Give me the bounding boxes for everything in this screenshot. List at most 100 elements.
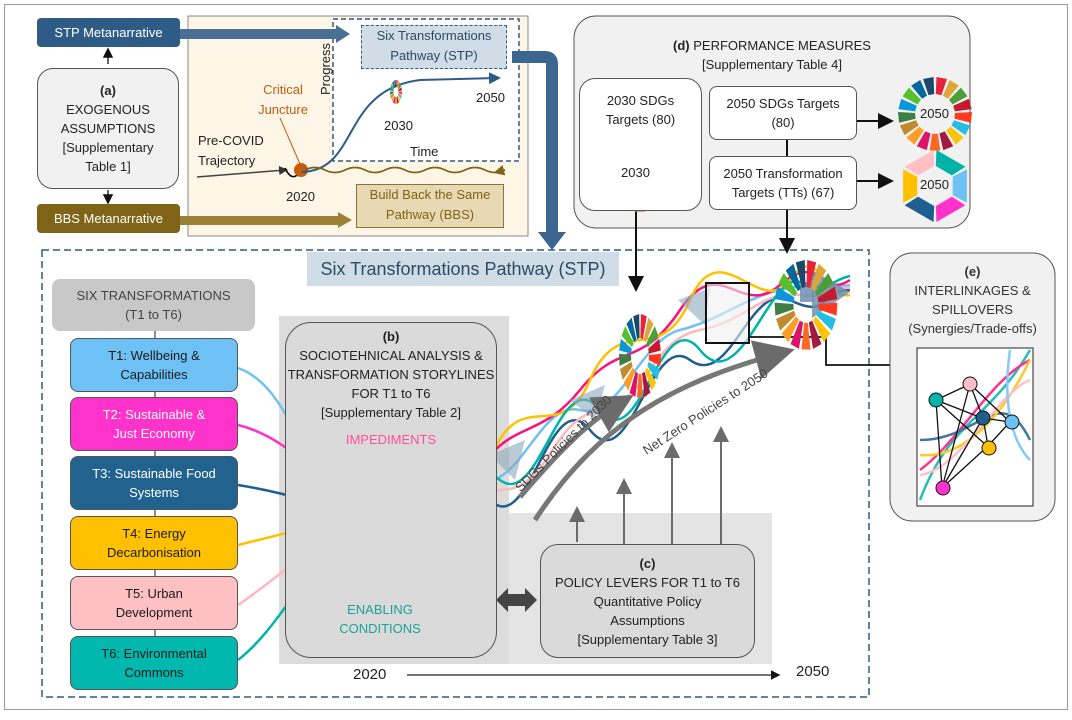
transformation-label: Capabilities [120,367,188,382]
year-2020-label: 2020 [286,189,315,204]
label-d: (d) [673,38,690,53]
wheel-segment [814,272,834,297]
bbs-arrow-bar [178,216,338,225]
il-line: INTERLINKAGES & [914,283,1031,298]
wheel-segment [902,87,921,105]
wheel-segment [817,286,838,303]
sdg2030-box: 2030 SDGs Targets (80) [579,78,702,211]
policy-levers-box: (c) POLICY LEVERS FOR T1 to T6 Quantitat… [540,544,755,658]
il-line: (Synergies/Trade-offs) [908,321,1037,336]
tt2050-box: 2050 Transformation Targets (TTs) (67) [709,156,857,210]
wheel-segment [806,260,817,288]
wheel-segment [648,353,661,366]
soc-line: [Supplementary Table 2] [321,405,461,420]
node-t3 [975,410,991,426]
ec-line: ENABLING [347,602,413,617]
sdg2050-wheel-label: 2050 [920,106,949,121]
wheel-segment [923,77,935,96]
perf-title-text: PERFORMANCE MEASURES [693,38,871,53]
wheel-segment [397,83,402,90]
sdg-wheel-inset [390,80,402,104]
wheel-segment [621,326,634,348]
wheel-segment [935,77,947,96]
pol-line: POLICY LEVERS FOR T1 to T6 [555,574,740,590]
label-c: (c) [639,555,656,571]
node-t4 [981,440,997,456]
wheel-segment [626,317,637,343]
tt2050-line: Targets (TTs) (67) [731,185,835,200]
soc-line: SOCIOTEHNICAL ANALYSIS & [299,348,483,363]
wheel-segment [640,314,647,339]
stp-metanarrative-box: STP Metanarrative [37,18,180,47]
stp-box-line: Six Transformations [376,28,492,43]
time-axis-label: Time [410,144,439,159]
wheel-segment [619,353,632,366]
pol-line: [Supplementary Table 3] [577,631,718,647]
timeline-end: 2050 [796,663,830,680]
wheel-segment [398,87,402,92]
wheel-segment [390,93,394,99]
critical-juncture-dot [294,163,308,177]
exo-line: Table 1] [85,159,131,174]
wheel-segment [620,361,633,380]
bbs-inset-box: Build Back the Same Pathway (BBS) [356,184,504,228]
sdg-wheel-helix-2050 [774,260,838,350]
bbs-arrow-head [338,212,352,228]
wheel-segment [774,302,794,316]
wheel-segment [898,98,917,112]
impediments-label: IMPEDIMENTS [345,432,437,447]
stp-region-title: Six Transformations Pathway (STP) [307,252,619,286]
stp-arrow-head [336,25,350,43]
wheel-segment [647,361,660,380]
stp-elbow-arrow-head [538,232,566,250]
transformation-label: T6: Environmental [101,646,207,661]
wheel-segment [398,91,402,95]
sdg2050-line: (80) [771,115,795,130]
wheel-segment [785,263,801,292]
transformation-label: Commons [124,665,184,680]
sdg2030-line: 2030 SDGs [606,93,675,108]
wheel-segment [781,316,799,343]
transformation-label: T3: Sustainable Food [92,466,216,481]
wheel-segment [648,338,661,354]
zoom-box [705,282,750,344]
performance-title: (d) PERFORMANCE MEASURES [Supplementary … [574,36,970,74]
transformation-label: Systems [129,485,179,500]
wheel-segment [795,260,806,288]
bbs-wave [304,165,506,176]
wheel-segment [633,314,640,339]
wheel-segment [904,196,935,222]
wheel-segment [946,126,964,145]
year-2030-label: 2030 [384,118,413,133]
node-t2 [935,480,951,496]
stp-inset-box: Six Transformations Pathway (STP) [361,25,507,69]
st-header-line: SIX TRANSFORMATIONS [76,288,231,303]
wheel-segment [952,169,967,203]
tt2050-wheel-label: 2050 [920,177,949,192]
wheel-segment [929,133,941,151]
wheel-segment [899,120,919,136]
wheel-segment [903,169,918,203]
wheel-segment [390,87,394,92]
wheel-segment [813,316,831,343]
wheel-segment [645,367,657,391]
transformation-label: Development [115,605,193,620]
interlinkages-title: (e) INTERLINKAGES & SPILLOVERS (Synergie… [890,262,1055,338]
wheel-segment [911,80,928,99]
progress-axis-label: Progress [318,42,333,95]
sdg2050-line: 2050 SDGs Targets [726,96,840,111]
wheel-segment [646,326,659,348]
transformation-label: T1: Wellbeing & [108,348,200,363]
bbs-metanarrative-box: BBS Metanarrative [37,204,180,233]
sdg2030-line: Targets (80) [605,112,676,127]
wheel-segment [916,131,931,151]
st-header-line: (T1 to T6) [125,307,182,322]
wheel-segment [778,272,798,297]
mid-backdrop [509,513,772,533]
wheel-segment [906,126,924,145]
critical-juncture-label: Critical Juncture [248,80,318,120]
wheel-segment [935,150,966,176]
pol-line: Quantitative Policy [593,593,702,609]
